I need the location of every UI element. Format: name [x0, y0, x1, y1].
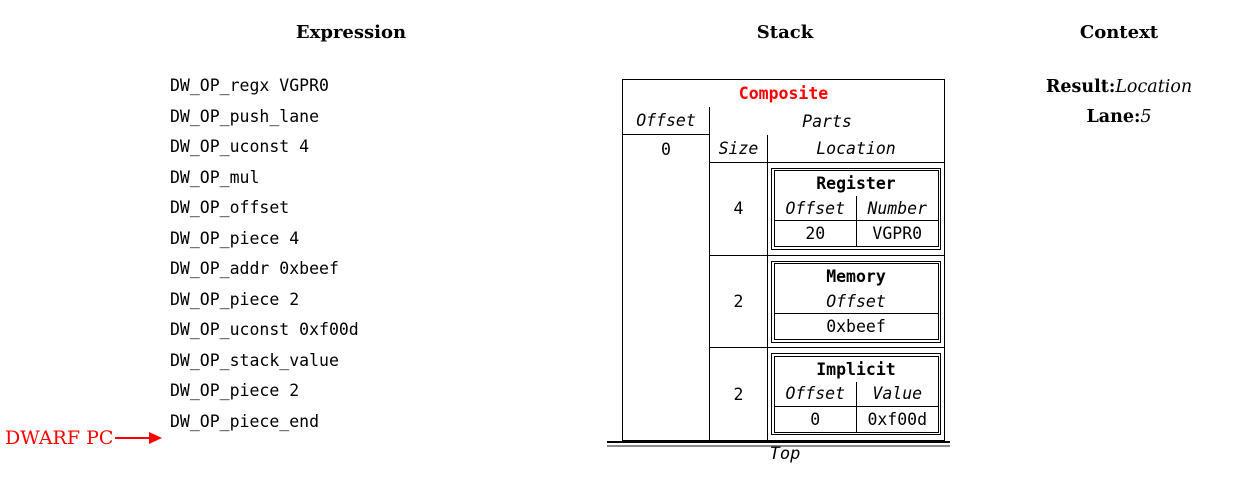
- parts-subheader-row: Size Location: [710, 135, 944, 163]
- location-type-title: Implicit: [816, 359, 896, 379]
- nested-col-header: Offset: [774, 196, 856, 222]
- nested-table-grid: Offset 0xbeef: [774, 289, 938, 339]
- expression-op: DW_OP_uconst 0xf00d: [170, 320, 359, 340]
- dwarf-pc-arrow-icon: [115, 432, 163, 444]
- context-column-title: Context: [1079, 22, 1159, 43]
- parts-column-header: Parts: [802, 111, 852, 131]
- nested-cell-value: 0: [810, 409, 821, 429]
- expression-op: DW_OP_uconst 4: [170, 137, 310, 157]
- nested-cell-value: VGPR0: [856, 221, 938, 247]
- expression-op: DW_OP_piece 2: [170, 381, 300, 401]
- nested-cell-value: 20: [805, 224, 826, 244]
- location-type-title: Memory: [826, 267, 886, 286]
- nested-cell-value: 0xbeef: [826, 317, 886, 336]
- offset-column-header: Offset: [623, 107, 709, 135]
- context-result-row: Result:Location: [1046, 77, 1192, 97]
- stack-column-title: Stack: [756, 22, 814, 43]
- nested-cell-value: 0xf00d: [856, 406, 938, 432]
- size-column-header: Size: [710, 135, 768, 162]
- nested-col-header: Number: [856, 196, 938, 222]
- stack-base-double-line: [607, 441, 950, 447]
- lane-label: Lane:: [1086, 107, 1141, 127]
- expression-op: DW_OP_mul: [170, 167, 260, 187]
- expression-op: DW_OP_piece_end: [170, 412, 320, 432]
- location-type-title: Register: [816, 174, 896, 194]
- dwarf-pc-label: DWARF PC: [5, 427, 114, 449]
- nested-col-header: Offset: [774, 289, 938, 314]
- nested-col-header: Value: [856, 381, 938, 407]
- arrow-head: [149, 432, 163, 444]
- part-size-value: 2: [710, 348, 768, 441]
- result-value: Location: [1115, 77, 1193, 97]
- expression-op: DW_OP_piece 4: [170, 228, 300, 248]
- location-column-header: Location: [816, 139, 896, 158]
- dwarf-pc-marker: DWARF PC: [5, 426, 163, 450]
- expression-op: DW_OP_stack_value: [170, 350, 339, 370]
- expression-op: DW_OP_offset: [170, 198, 290, 218]
- expression-column-title: Expression: [295, 22, 407, 43]
- result-label: Result:: [1045, 77, 1116, 97]
- expression-op: DW_OP_push_lane: [170, 106, 320, 126]
- expression-op: DW_OP_regx VGPR0: [170, 76, 329, 95]
- offset-column: Offset 0: [623, 107, 710, 440]
- expression-op: DW_OP_piece 2: [170, 289, 300, 309]
- expression-op: DW_OP_addr 0xbeef: [170, 259, 339, 279]
- arrow-shaft: [115, 437, 150, 439]
- part-size-value: 4: [710, 163, 768, 255]
- part-size-value: 2: [710, 255, 768, 348]
- offset-column-value: 0: [661, 139, 671, 159]
- nested-col-header: Offset: [774, 382, 856, 407]
- context-lane-row: Lane:5: [1086, 107, 1151, 127]
- stack-composite-table: Composite Offset 0 Parts Size Location 4…: [622, 79, 945, 441]
- composite-header: Composite: [738, 84, 829, 103]
- lane-value: 5: [1140, 107, 1152, 127]
- stack-top-label: Top: [769, 444, 801, 464]
